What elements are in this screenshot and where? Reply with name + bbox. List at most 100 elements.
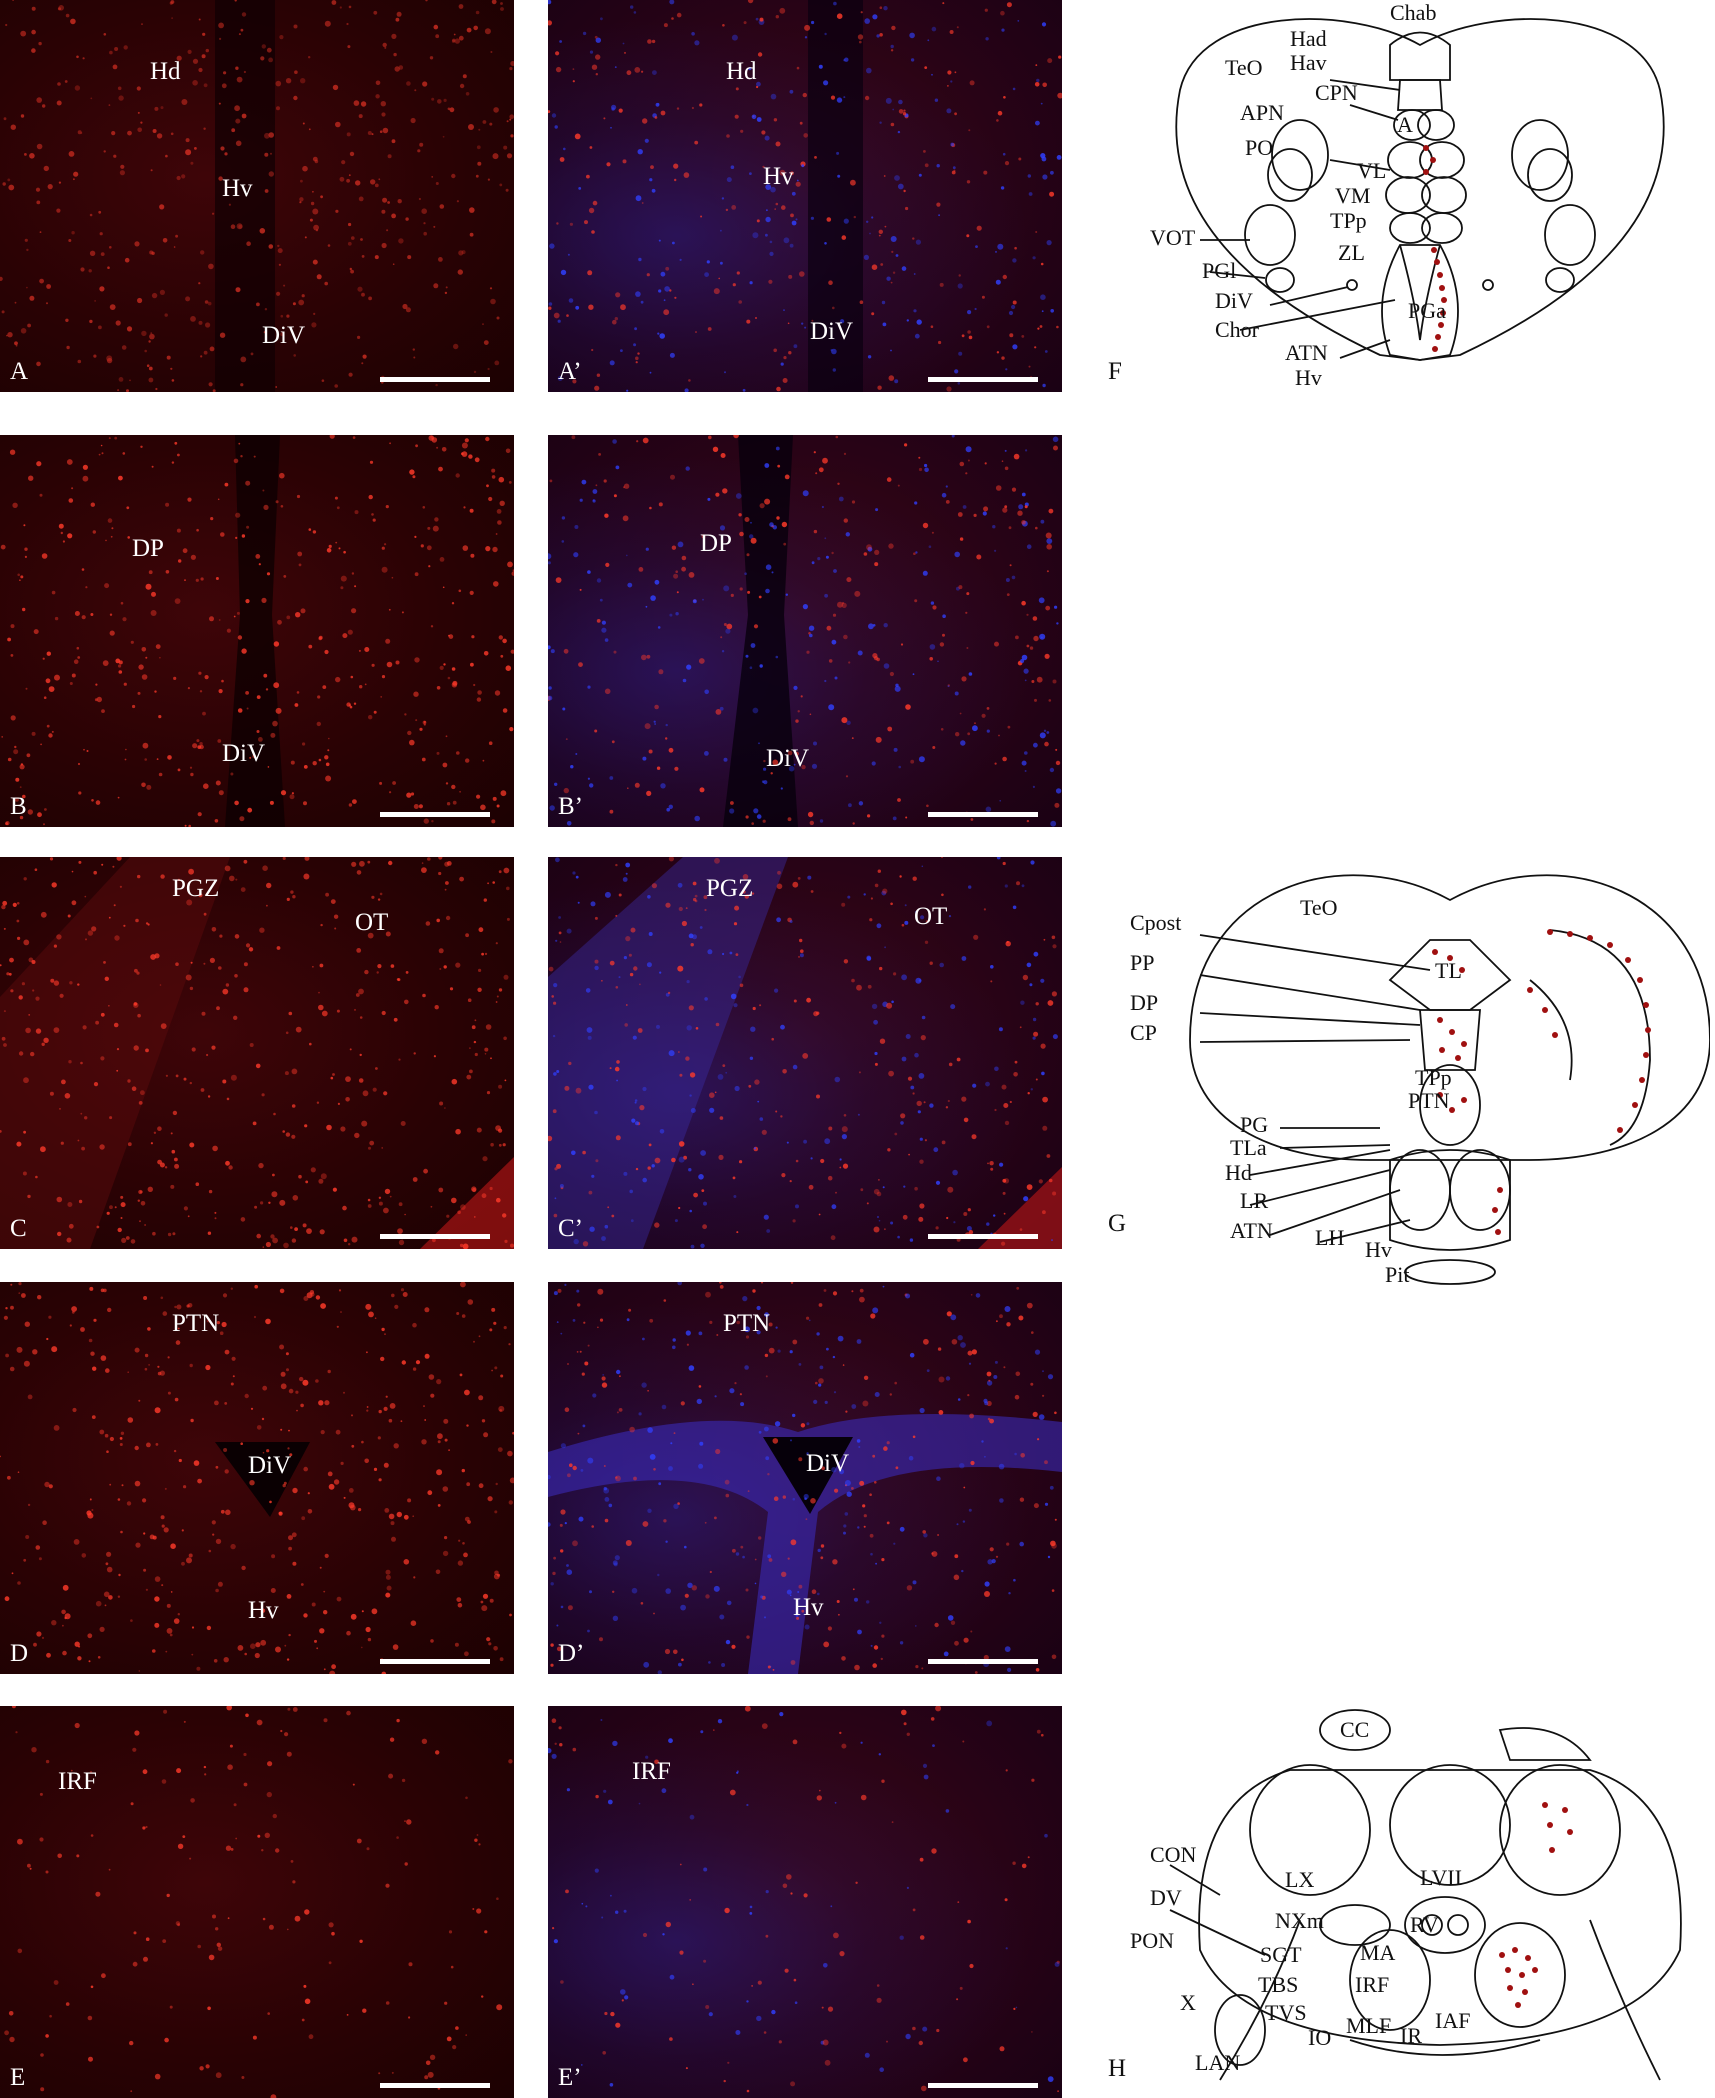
stain-speck	[1004, 1120, 1010, 1126]
stain-speck	[311, 322, 317, 328]
stain-speck	[589, 146, 593, 149]
stain-speck	[838, 1613, 840, 1616]
stain-speck	[261, 1849, 264, 1852]
stain-speck	[572, 1465, 577, 1471]
stain-speck	[136, 971, 140, 975]
stain-speck	[481, 1995, 484, 1998]
stain-speck	[58, 523, 64, 529]
stain-speck	[843, 634, 848, 640]
stain-speck	[358, 1078, 364, 1083]
stain-speck	[983, 1654, 989, 1661]
stain-speck	[803, 1893, 808, 1898]
stain-speck	[610, 2011, 615, 2017]
stain-speck	[431, 176, 434, 178]
stain-speck	[922, 522, 929, 529]
stain-speck	[634, 327, 637, 331]
scale-bar	[380, 1659, 490, 1664]
stain-speck	[461, 1468, 465, 1473]
stain-speck	[388, 860, 393, 866]
stain-speck	[895, 1466, 899, 1470]
stain-speck	[572, 1540, 578, 1547]
stain-speck	[400, 1288, 405, 1292]
stain-speck	[894, 379, 899, 384]
stain-speck	[342, 633, 348, 639]
stain-speck	[385, 1569, 391, 1575]
stain-speck	[646, 962, 652, 968]
stain-speck	[385, 638, 391, 644]
stain-speck	[674, 296, 677, 299]
stain-speck	[588, 207, 595, 214]
stain-speck	[660, 110, 666, 116]
stain-speck	[90, 1985, 94, 1989]
stain-speck	[167, 755, 172, 760]
stain-speck	[926, 804, 929, 808]
stain-speck	[188, 1553, 193, 1558]
stain-speck	[782, 1069, 787, 1074]
stain-speck	[924, 463, 928, 468]
stain-speck	[881, 1558, 885, 1562]
stain-speck	[990, 1167, 994, 1171]
stain-speck	[626, 1318, 630, 1322]
micrograph-D: PTN DiV Hv D	[0, 1282, 514, 1674]
stain-speck	[818, 1383, 822, 1387]
stain-speck	[350, 269, 354, 274]
stain-speck	[615, 292, 621, 298]
stain-speck	[43, 823, 45, 826]
stain-speck	[495, 1001, 498, 1003]
label-ATN: ATN	[1285, 340, 1328, 365]
stain-speck	[1046, 538, 1053, 544]
stain-speck	[776, 516, 780, 520]
stain-speck	[56, 100, 62, 106]
stain-speck	[391, 213, 396, 219]
stain-speck	[358, 649, 361, 652]
scale-bar	[380, 377, 490, 382]
stain-speck	[929, 961, 933, 965]
stain-speck	[961, 334, 965, 338]
stain-speck	[393, 1017, 398, 1022]
stain-speck	[260, 1608, 266, 1613]
stain-speck	[250, 1407, 254, 1410]
stain-speck	[53, 1027, 60, 1033]
stain-speck	[841, 1743, 847, 1749]
stain-speck	[89, 250, 96, 256]
stain-speck	[186, 899, 193, 906]
stain-speck	[347, 241, 352, 246]
stain-speck	[1004, 1898, 1008, 1902]
stain-speck	[607, 1799, 613, 1805]
stain-speck	[58, 5, 64, 11]
stain-speck	[491, 1307, 496, 1312]
stain-speck	[351, 608, 357, 614]
stain-speck	[35, 1545, 41, 1550]
stain-speck	[793, 685, 798, 690]
stain-speck	[630, 5, 634, 9]
stain-speck	[817, 1548, 821, 1553]
stain-speck	[272, 1173, 275, 1177]
stain-speck	[801, 1609, 805, 1613]
stain-speck	[182, 548, 188, 554]
stain-speck	[220, 532, 225, 537]
stain-speck	[246, 707, 249, 710]
stain-speck	[648, 1143, 652, 1147]
stain-speck	[968, 1508, 972, 1512]
stain-speck	[807, 811, 814, 818]
stain-speck	[874, 562, 879, 567]
stain-speck	[702, 1224, 707, 1230]
stain-speck	[747, 590, 751, 594]
stain-speck	[790, 213, 794, 218]
stain-speck	[207, 2006, 211, 2011]
stain-speck	[969, 1963, 974, 1969]
stain-speck	[33, 1642, 37, 1647]
stain-speck	[120, 1195, 124, 1199]
stain-speck	[39, 278, 44, 284]
stain-speck	[361, 362, 364, 365]
stain-speck	[27, 1394, 33, 1400]
stain-speck	[396, 11, 402, 17]
stain-speck	[261, 597, 267, 603]
stain-speck	[986, 729, 990, 733]
stain-speck	[11, 1706, 16, 1709]
stain-speck	[169, 2005, 173, 2009]
stain-speck	[280, 790, 287, 796]
stain-speck	[15, 344, 18, 347]
stain-speck	[62, 1650, 67, 1656]
stain-speck	[843, 1114, 847, 1117]
